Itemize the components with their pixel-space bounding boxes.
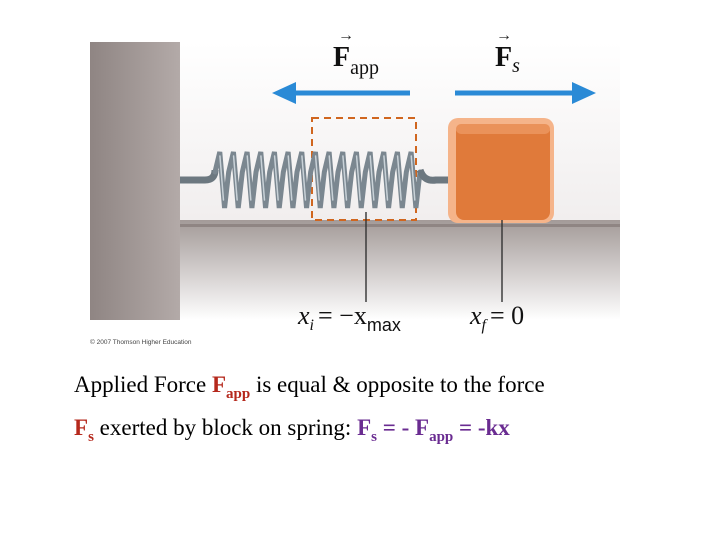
spring-force-label: Fs — [495, 42, 520, 77]
applied-force-label: Fapp — [333, 42, 379, 79]
applied-force-subscript-caption: app — [226, 386, 251, 402]
equation-fapp: F — [415, 415, 430, 440]
spring — [180, 151, 456, 209]
spring-force-symbol-caption: F — [74, 415, 89, 440]
equation-end: = -kx — [453, 415, 510, 440]
spring-force-symbol: F — [495, 42, 512, 73]
xf-symbol: x — [469, 301, 482, 330]
caption-line-2: Fs exerted by block on spring: Fs = - Fa… — [74, 411, 694, 454]
xf-subscript: f — [482, 317, 489, 334]
spring-block-hook — [416, 168, 456, 184]
xf-equals: = 0 — [490, 301, 524, 330]
equation-fs-subscript: s — [371, 429, 377, 445]
final-position-label: xf= 0 — [469, 301, 524, 334]
force-labels: → Fapp → Fs — [333, 27, 520, 79]
applied-force-arrowhead — [272, 82, 296, 104]
applied-force-symbol-caption: F — [211, 372, 227, 397]
caption-text-1: Applied Force — [74, 372, 212, 397]
force-arrows — [272, 82, 596, 104]
equation-mid: = - — [376, 415, 415, 440]
caption: Applied Force Fapp is equal & opposite t… — [74, 368, 694, 454]
equation-fapp-subscript: app — [429, 429, 454, 445]
caption-line-1: Applied Force Fapp is equal & opposite t… — [74, 368, 694, 411]
applied-force-symbol: F — [333, 42, 350, 73]
xi-subscript: i — [310, 317, 314, 334]
wall — [90, 42, 180, 320]
xmax-subscript: max — [367, 315, 401, 335]
caption-text-2: is equal & opposite to the force — [250, 372, 545, 397]
copyright-text: © 2007 Thomson Higher Education — [90, 338, 192, 346]
spring-force-arrowhead — [572, 82, 596, 104]
xi-symbol: x — [297, 301, 310, 330]
applied-force-subscript: app — [350, 57, 379, 79]
block — [448, 118, 554, 223]
xi-equals: = −x — [318, 301, 367, 330]
spring-coil-highlight — [219, 155, 416, 201]
initial-position-label: xi= −xmax — [297, 301, 401, 335]
spring-force-subscript-caption: s — [88, 429, 94, 445]
spring-block-diagram: → Fapp → Fs xi= −xmax xf= 0 © 2007 Thoms… — [90, 27, 620, 346]
spring-force-subscript: s — [512, 55, 520, 77]
equation-fs: F — [357, 415, 372, 440]
spring-force-vector-arrow-icon: → — [496, 27, 512, 44]
applied-force-vector-arrow-icon: → — [338, 27, 354, 44]
caption-text-3: exerted by block on spring: — [93, 415, 358, 440]
